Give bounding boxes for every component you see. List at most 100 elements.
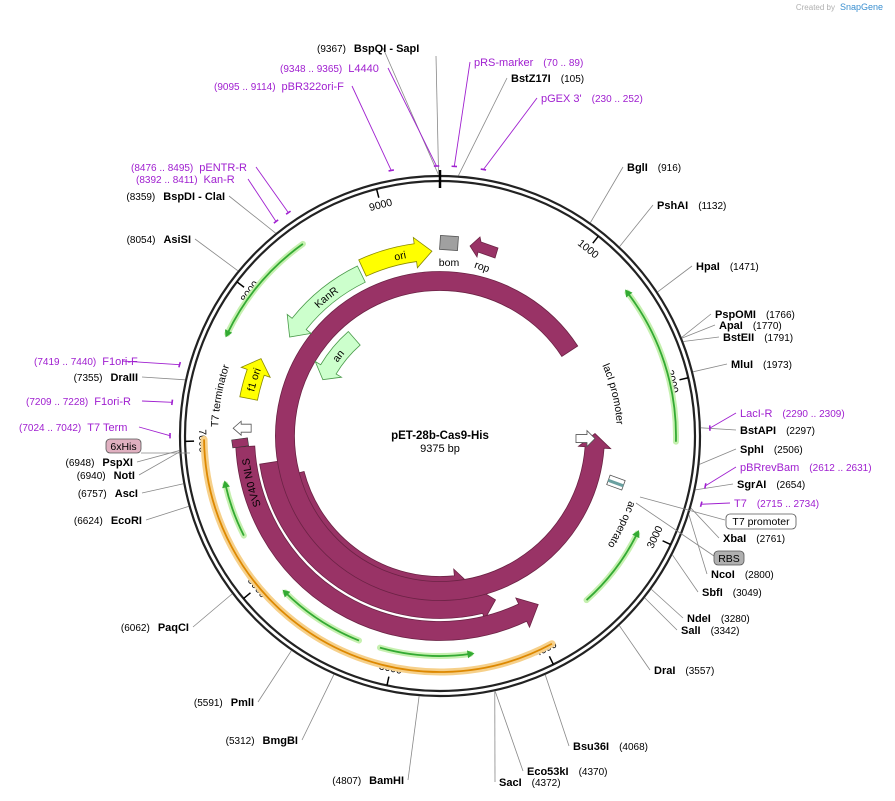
enzyme-leader: [690, 507, 720, 539]
enzyme-site-asisi[interactable]: (8054)AsiSI: [127, 234, 239, 272]
orf-green-right: [583, 530, 641, 604]
primer-prs-marker[interactable]: pRS-marker(70 .. 89): [451, 57, 584, 168]
cas9-arc-3-shape: [235, 445, 539, 641]
enzyme-label: BstAPI(2297): [740, 425, 815, 437]
enzyme-leader: [590, 166, 624, 223]
primer-label: T7(2715 .. 2734): [734, 498, 819, 510]
enzyme-leader: [457, 77, 508, 176]
tick-mark: [548, 656, 555, 665]
enzyme-site-bmgbi[interactable]: (5312)BmgBI: [226, 674, 335, 747]
enzyme-label: (6624)EcoRI: [74, 515, 142, 527]
rop-feature: rop: [469, 236, 499, 275]
enzyme-site-bamhi[interactable]: (4807)BamHI: [332, 696, 420, 787]
primer-leader: [255, 166, 289, 213]
primer-label: (7209 .. 7228)F1ori-R: [26, 396, 131, 408]
primer-mark: [480, 168, 487, 171]
enzyme-site-bstapi[interactable]: BstAPI(2297): [700, 425, 815, 437]
t7-terminator-label: T7 terminator: [209, 363, 232, 428]
primer-pgex-3-[interactable]: pGEX 3'(230 .. 252): [480, 93, 643, 171]
primer-leader: [709, 412, 737, 429]
orf-green-bottom-2: [282, 589, 363, 644]
enzyme-label: (8359)BspDI - ClaI: [126, 191, 225, 203]
enzyme-label: BstZ17I(105): [511, 73, 584, 85]
laci-feature-shape: [275, 271, 612, 601]
enzyme-leader: [494, 690, 524, 772]
enzyme-leader: [435, 55, 440, 176]
enzyme-site-apai[interactable]: ApaI(1770): [681, 320, 782, 339]
primer-label: (9095 .. 9114)pBR322ori-F: [214, 81, 344, 93]
enzyme-label: NcoI(2800): [711, 569, 774, 581]
enzyme-site-sgrai[interactable]: SgrAI(2654): [695, 479, 805, 491]
enzyme-label: (4807)BamHI: [332, 775, 404, 787]
enzyme-site-sphi[interactable]: SphI(2506): [699, 444, 803, 465]
primer-leader: [483, 97, 538, 170]
enzyme-site-sali[interactable]: SalI(3342): [644, 597, 740, 637]
enzyme-label: (6757)AscI: [78, 488, 138, 500]
enzyme-site-xbai[interactable]: XbaI(2761): [690, 507, 785, 545]
enzyme-site-ndei[interactable]: NdeI(3280): [651, 588, 750, 625]
tick-label: 3000: [645, 524, 666, 550]
enzyme-site-mlui[interactable]: MluI(1973): [692, 359, 792, 373]
primer-label: (9348 .. 9365)L4440: [280, 63, 379, 75]
primer-f1ori-f[interactable]: (7419 .. 7440)F1ori-F: [34, 356, 182, 368]
enzyme-site-draiii[interactable]: (7355)DraIII: [74, 372, 186, 384]
enzyme-leader: [644, 597, 678, 631]
enzyme-site-asci[interactable]: (6757)AscI: [78, 483, 184, 500]
enzyme-leader: [257, 650, 292, 703]
enzyme-site-bspqi[interactable]: (9367)BspQI - SapI: [317, 43, 440, 176]
primer-pbrrevbam[interactable]: pBRrevBam(2612 .. 2631): [704, 462, 872, 489]
enzyme-site-ncoi[interactable]: NcoI(2800): [688, 514, 774, 581]
primer-t7-term[interactable]: (7024 .. 7042)T7 Term: [19, 422, 171, 439]
primer-leader: [141, 400, 173, 403]
enzyme-site-pmli[interactable]: (5591)PmlI: [194, 650, 292, 709]
enzyme-label: (5312)BmgBI: [226, 735, 298, 747]
kanr-feature-2: [314, 330, 361, 381]
primer-leader: [453, 61, 471, 167]
enzyme-site-noti[interactable]: (6940)NotI: [77, 451, 180, 482]
primer-pentr-r[interactable]: (8476 .. 8495)pENTR-R: [131, 162, 292, 215]
enzyme-leader: [194, 238, 239, 272]
enzyme-site-pshai[interactable]: PshAI(1132): [619, 200, 727, 247]
primer-t7[interactable]: T7(2715 .. 2734): [699, 498, 820, 510]
enzyme-site-bsteii[interactable]: BstEII(1791): [683, 332, 793, 344]
tick-mark: [679, 377, 689, 381]
enzyme-site-sbfi[interactable]: SbfI(3049): [672, 554, 762, 599]
feature-layer: Cas9Cas9Cas9lacIlacI promoterlac operato…: [0, 0, 797, 676]
bom-label: bom: [439, 257, 460, 269]
primer-l4440[interactable]: (9348 .. 9365)L4440: [280, 63, 440, 167]
enzyme-layer: (9367)BspQI - SapIBstZ17I(105)BglI(916)P…: [66, 43, 815, 789]
enzyme-site-drai[interactable]: DraI(3557): [619, 625, 714, 677]
primer-mark: [170, 399, 174, 406]
enzyme-site-bstz17i[interactable]: BstZ17I(105): [457, 73, 584, 176]
primer-laci-r[interactable]: LacI-R(2290 .. 2309): [708, 408, 845, 431]
enzyme-site-saci[interactable]: SacI(4372): [494, 691, 561, 789]
f1-ori-feature: [239, 358, 271, 401]
plasmid-name: pET-28b-Cas9-His: [391, 430, 489, 442]
enzyme-site-hpai[interactable]: HpaI(1471): [657, 261, 759, 293]
enzyme-site-bspdi[interactable]: (8359)BspDI - ClaI: [126, 191, 276, 234]
ori-feature-shape: [358, 236, 433, 277]
primer-pbr322ori-f[interactable]: (9095 .. 9114)pBR322ori-F: [214, 81, 395, 172]
enzyme-site-pspomi[interactable]: PspOMI(1766): [681, 309, 795, 338]
primer-layer: (9348 .. 9365)L4440 (9095 .. 9114)pBR322o…: [19, 57, 872, 510]
backbone-circle: [178, 170, 702, 698]
enzyme-site-eco53ki[interactable]: Eco53kI(4370): [494, 690, 608, 778]
primer-kan-r[interactable]: (8392 .. 8411)Kan-R: [136, 174, 279, 224]
primer-label: pGEX 3'(230 .. 252): [541, 93, 643, 105]
enzyme-leader: [145, 505, 189, 521]
enzyme-leader: [651, 588, 684, 619]
rop-label: rop: [473, 259, 491, 275]
enzyme-site-pspxi[interactable]: (6948)PspXI: [66, 450, 180, 469]
enzyme-site-ecori[interactable]: (6624)EcoRI: [74, 505, 189, 527]
enzyme-site-bsu36i[interactable]: Bsu36I(4068): [544, 674, 648, 753]
enzyme-site-bgli[interactable]: BglI(916): [590, 162, 681, 223]
primer-f1ori-r[interactable]: (7209 .. 7228)F1ori-R: [26, 396, 174, 408]
primer-leader: [705, 466, 737, 487]
enzyme-label: PspOMI(1766): [715, 309, 795, 321]
enzyme-label: SacI(4372): [499, 777, 561, 789]
primer-mark: [699, 501, 703, 508]
enzyme-label: (5591)PmlI: [194, 697, 254, 709]
enzyme-site-paqci[interactable]: (6062)PaqCI: [121, 593, 233, 634]
primer-leader: [351, 85, 392, 171]
enzyme-label: BstEII(1791): [723, 332, 793, 344]
